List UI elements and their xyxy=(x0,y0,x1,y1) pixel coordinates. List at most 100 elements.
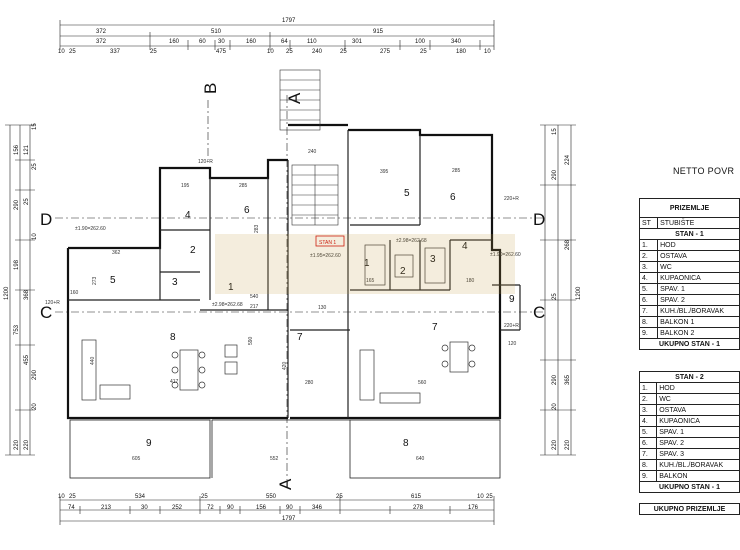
staircase xyxy=(279,69,339,226)
stan-tag: STAN 1 xyxy=(319,240,336,246)
legend-item-name: SPAV. 1 xyxy=(656,426,740,438)
room-label: 8 xyxy=(403,438,409,449)
legend-item-name: OSTAVA xyxy=(656,404,740,416)
dim-right-8: 220 xyxy=(565,439,571,450)
room-label: 6 xyxy=(244,205,250,216)
legend-item-num: 8. xyxy=(638,316,659,328)
room-label: 9 xyxy=(509,294,515,305)
level-mark: ±2.98=262.68 xyxy=(212,302,243,308)
legend-item-num: 4. xyxy=(638,272,659,284)
dim-left-9: 368 xyxy=(24,289,30,300)
legend-table-prizemlje: PRIZEMLJE ST STUBIŠTE STAN - 1 1.HOD 2.O… xyxy=(638,198,740,350)
dim-low-4: 25 xyxy=(150,49,157,55)
left-dimension-chains xyxy=(5,124,35,456)
dim-right-6: 20 xyxy=(552,403,558,410)
legend-item-num: 6. xyxy=(638,294,659,306)
dim-left-7: 10 xyxy=(32,233,38,240)
dim-low-2: 25 xyxy=(69,49,76,55)
dim-left-1: 15 xyxy=(32,123,38,130)
legend-item-num: 1. xyxy=(638,239,659,251)
dim-left-6: 25 xyxy=(24,198,30,205)
room-dim: 160 xyxy=(70,290,79,296)
legend-item-name: SPAV. 2 xyxy=(656,437,740,449)
dim-top-1: 372 xyxy=(96,29,107,35)
dim-mid-2: 160 xyxy=(169,39,180,45)
dim-low-10: 275 xyxy=(380,49,391,55)
room-label: 7 xyxy=(432,322,438,333)
room-label: 7 xyxy=(297,332,303,343)
dim-left-3: 121 xyxy=(24,144,30,155)
dim-top-total: 1797 xyxy=(282,18,296,24)
legend-item-num: 2. xyxy=(638,393,658,405)
dim-low-6: 10 xyxy=(267,49,274,55)
room-dim: 283 xyxy=(254,224,260,233)
dim-top-2: 510 xyxy=(211,29,222,35)
bottom-dimension-chains xyxy=(59,496,495,525)
dim-bot2-10: 278 xyxy=(413,505,424,511)
window-mark: 120+R xyxy=(45,300,60,306)
dim-mid-6: 64 xyxy=(281,39,288,45)
room-dim: 640 xyxy=(416,456,425,462)
dim-low-9: 25 xyxy=(340,49,347,55)
legend-item-num: 4. xyxy=(638,415,658,427)
room-dim: 440 xyxy=(90,356,96,365)
dim-left-4: 25 xyxy=(32,163,38,170)
dim-right-5: 290 xyxy=(552,374,558,385)
dim-left-13: 20 xyxy=(32,403,38,410)
legend-item-name: WC xyxy=(656,393,740,405)
dim-bot2-6: 90 xyxy=(227,505,234,511)
dim-bot-9: 25 xyxy=(486,494,493,500)
room-label: 5 xyxy=(404,188,410,199)
level-mark: ±1.95=262.60 xyxy=(310,253,341,259)
legend-item-name: SPAV. 1 xyxy=(657,283,740,295)
legend-stan2-title: STAN - 2 xyxy=(639,371,740,383)
room-dim: 280 xyxy=(305,380,314,386)
room-dim: 120 xyxy=(508,341,517,347)
dim-left-15: 220 xyxy=(24,439,30,450)
dim-bot2-7: 156 xyxy=(256,505,267,511)
legend-item-name: BALKON xyxy=(656,470,740,482)
legend-item-name: HOD xyxy=(656,382,740,394)
exterior-walls xyxy=(66,123,502,420)
dim-bot2-11: 176 xyxy=(468,505,479,511)
dim-left-11: 455 xyxy=(24,354,30,365)
legend-item-name: WC xyxy=(657,261,740,273)
dim-mid-3: 60 xyxy=(199,39,206,45)
axis-label-a-top: A xyxy=(285,92,304,104)
room-dim: 130 xyxy=(318,305,327,311)
legend-stan1-title: STAN - 1 xyxy=(639,228,740,240)
legend-item-num: 8. xyxy=(638,459,658,471)
legend-item-name: BALKON 1 xyxy=(657,316,740,328)
legend-item-name: OSTAVA xyxy=(657,250,740,262)
dim-low-7: 25 xyxy=(286,49,293,55)
legend-item-num: 5. xyxy=(638,426,658,438)
level-mark: ±1.90=262.60 xyxy=(75,226,106,232)
room-label: 3 xyxy=(172,277,178,288)
room-label: 9 xyxy=(146,438,152,449)
room-label: 3 xyxy=(430,254,436,265)
room-label: 4 xyxy=(462,241,468,252)
legend-item-name: SPAV. 2 xyxy=(657,294,740,306)
room-dim: 362 xyxy=(112,250,121,256)
legend-header: PRIZEMLJE xyxy=(639,198,740,218)
axis-label-d-left: D xyxy=(40,210,52,229)
room-dim: 420 xyxy=(282,361,288,370)
legend-item-num: 9. xyxy=(638,327,659,339)
dim-bot2-5: 72 xyxy=(207,505,214,511)
room-dim: 195 xyxy=(181,183,190,189)
dim-mid-1: 372 xyxy=(96,39,107,45)
dim-right-2: 224 xyxy=(565,154,571,165)
legend-item-name: BALKON 2 xyxy=(657,327,740,339)
room-label: 6 xyxy=(450,192,456,203)
dim-left-10: 753 xyxy=(14,324,20,335)
room-dim: 240 xyxy=(308,149,317,155)
legend-title: NETTO POVR xyxy=(673,166,735,176)
room-dim: 285 xyxy=(452,168,461,174)
dim-bot-total: 1797 xyxy=(282,516,296,522)
dim-mid-4: 30 xyxy=(218,39,225,45)
window-mark: 120+R xyxy=(198,159,213,165)
dim-right-9: 365 xyxy=(565,374,571,385)
axis-label-a-bottom: A xyxy=(276,478,295,490)
room-dim: 540 xyxy=(250,294,259,300)
